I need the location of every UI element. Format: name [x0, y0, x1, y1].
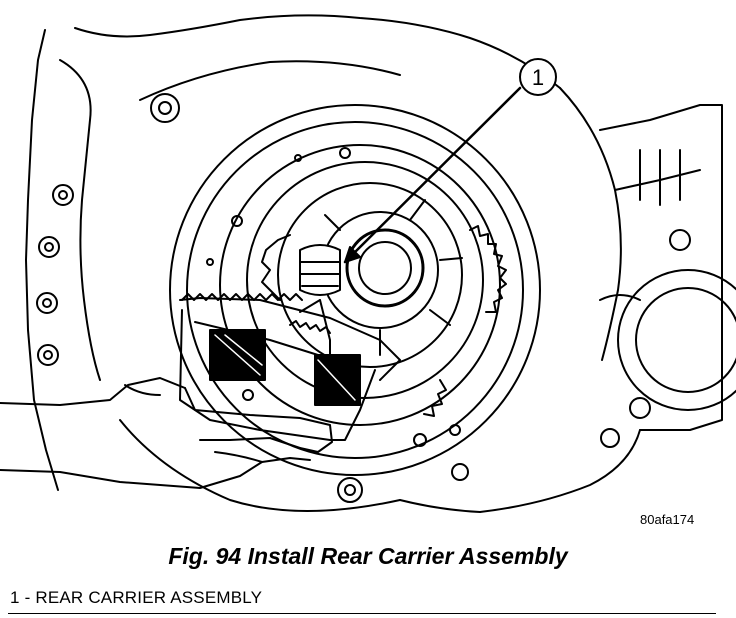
hand-icon	[0, 377, 333, 489]
clutch-drum-icon	[169, 104, 541, 476]
callout-leader	[343, 86, 522, 264]
callout-number: 1	[532, 65, 544, 90]
legend-item: 1 - REAR CARRIER ASSEMBLY	[10, 588, 263, 607]
rear-carrier-installation-diagram: 1	[0, 14, 736, 513]
figure-caption: Fig. 94 Install Rear Carrier Assembly	[168, 543, 568, 569]
callout-marker: 1	[519, 58, 557, 96]
legend-divider	[8, 613, 716, 614]
transmission-case-icon	[25, 14, 736, 513]
rear-carrier-assembly-icon	[179, 234, 401, 441]
figure-reference-code: 80afa174	[640, 512, 695, 527]
